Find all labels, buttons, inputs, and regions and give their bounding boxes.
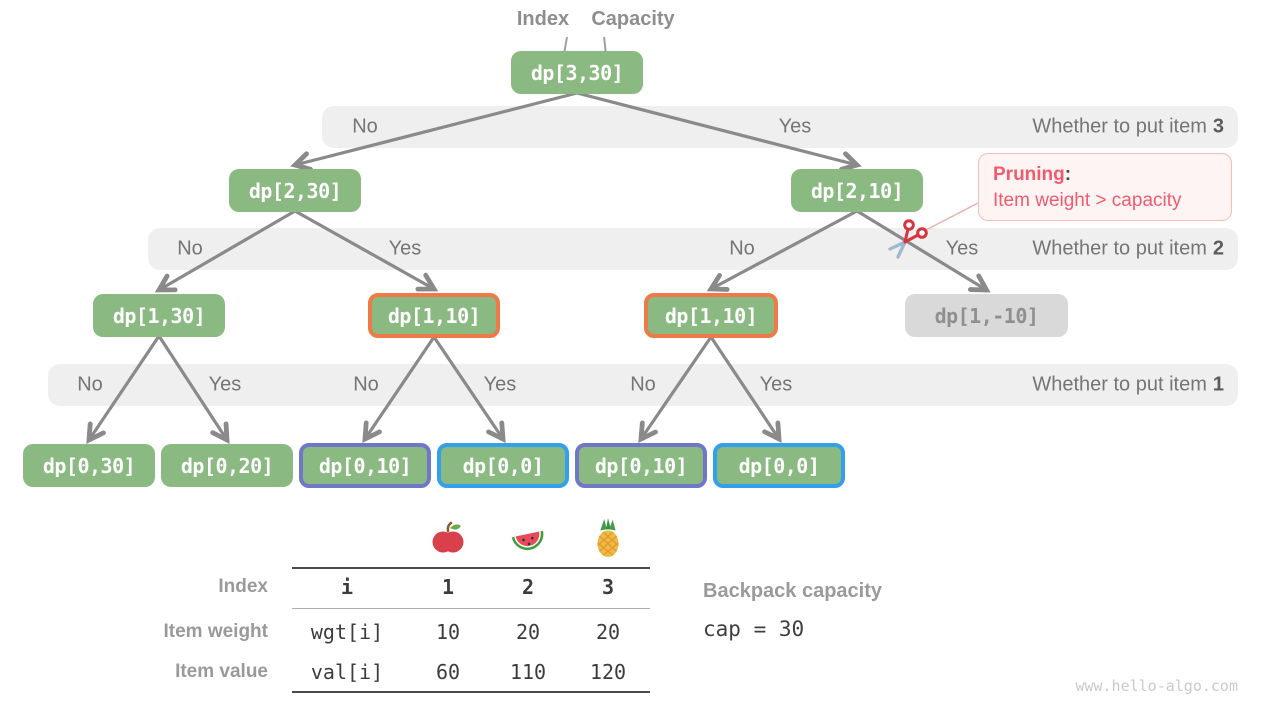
table-cell: 3: [601, 575, 615, 599]
pineapple-icon: [590, 518, 626, 558]
node-dp[1,10]: dp[1,10]: [644, 293, 778, 338]
table-cell: 1: [441, 575, 455, 599]
table-cell: 60: [435, 660, 461, 684]
table-cell: 120: [589, 660, 627, 684]
watermelon-icon: [510, 521, 546, 557]
table-bottom-rule: [292, 691, 650, 693]
node-dp[1,30]: dp[1,30]: [93, 294, 225, 337]
pruning-callout: Pruning: Item weight > capacity: [978, 153, 1232, 221]
node-dp[0,30]: dp[0,30]: [23, 444, 155, 487]
backpack-capacity-label: Backpack capacity: [703, 580, 883, 602]
node-dp[0,0]: dp[0,0]: [713, 443, 845, 488]
table-mid-rule: [292, 608, 650, 609]
node-dp[0,10]: dp[0,10]: [299, 443, 431, 488]
capacity-label: Capacity: [591, 8, 675, 30]
backpack-capacity-value: cap = 30: [703, 617, 805, 641]
index-label: Index: [516, 8, 570, 30]
table-cell: 2: [521, 575, 535, 599]
table-top-rule: [292, 567, 650, 569]
table-row-label: Item value: [175, 661, 268, 682]
table-row-label: Index: [218, 576, 268, 597]
node-dp[1,-10]: dp[1,-10]: [905, 294, 1068, 337]
apple-icon: [430, 520, 466, 556]
node-dp[1,10]: dp[1,10]: [368, 293, 500, 338]
table-cell: 20: [515, 620, 541, 644]
node-dp[0,20]: dp[0,20]: [161, 444, 293, 487]
pruning-title: Pruning:: [993, 164, 1072, 185]
table-cell: wgt[i]: [310, 620, 384, 644]
node-dp[2,30]: dp[2,30]: [229, 169, 361, 212]
node-dp[0,0]: dp[0,0]: [437, 443, 569, 488]
watermark: www.hello-algo.com: [1075, 677, 1238, 695]
node-dp[3,30]: dp[3,30]: [511, 51, 643, 94]
table-cell: i: [340, 575, 354, 599]
table-row-label: Item weight: [163, 621, 268, 642]
node-dp[2,10]: dp[2,10]: [791, 169, 923, 212]
table-cell: 20: [595, 620, 621, 644]
table-cell: val[i]: [310, 660, 384, 684]
table-cell: 110: [509, 660, 547, 684]
table-cell: 10: [435, 620, 461, 644]
node-dp[0,10]: dp[0,10]: [575, 443, 707, 488]
pruning-body: Item weight > capacity: [993, 190, 1182, 211]
